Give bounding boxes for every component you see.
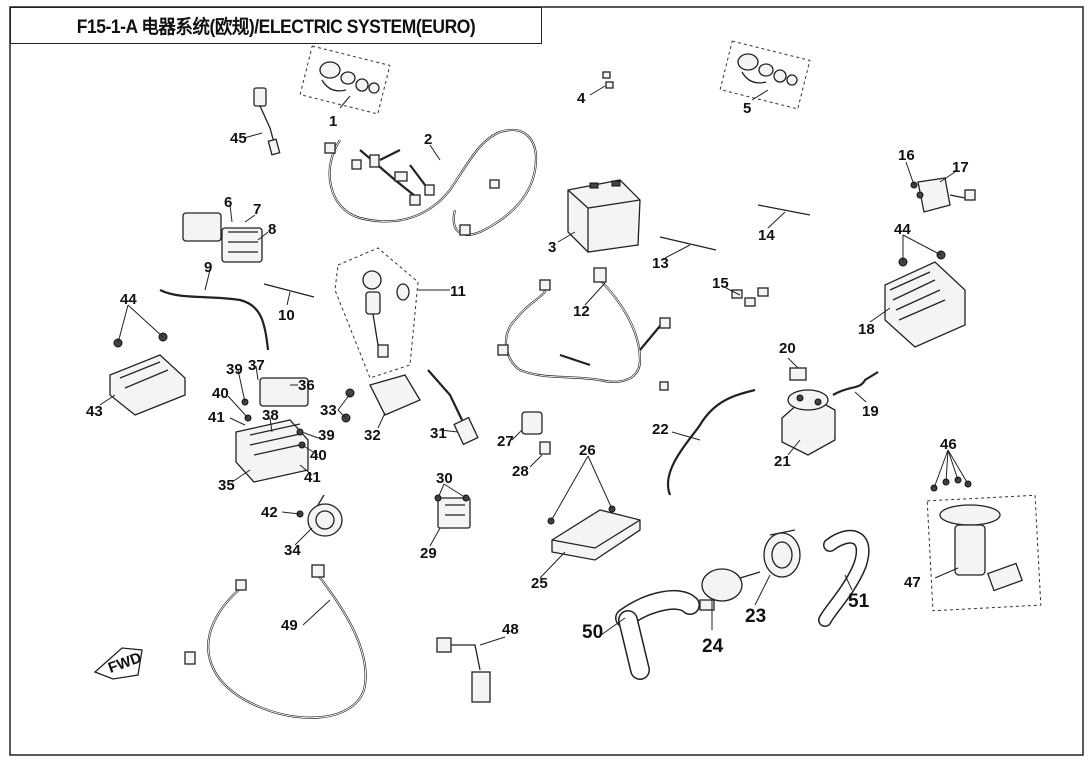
callout-39a: 39 [226,361,243,378]
callout-28: 28 [512,463,529,480]
callout-38: 38 [262,407,279,424]
part-18-regulator [884,261,966,348]
callout-33: 33 [320,402,337,419]
callout-12: 12 [573,303,590,320]
callout-23: 23 [745,606,766,627]
callout-41b: 41 [304,469,321,486]
part-50-hose-lower-inner [619,611,649,679]
part-32-ignition-coil [341,374,421,423]
title-box: F15-1-A 电器系统(欧规)/ELECTRIC SYSTEM(EURO) [10,7,542,44]
callout-1: 1 [329,113,337,130]
part-24-fuel-pump [699,568,761,611]
part-23-bracket [763,529,801,578]
part-35-fuse-box [235,377,309,483]
part-2-main-harness [324,129,538,236]
part-48-plug [436,637,491,703]
callout-13: 13 [652,255,669,272]
part-45-sensor [253,87,281,156]
part-19-hose [832,371,879,396]
callout-41a: 41 [208,409,225,426]
callout-39b: 39 [318,427,335,444]
part-25-ecu [551,509,641,561]
callout-20: 20 [779,340,796,357]
part-4-clips [602,71,614,89]
part-6-7-8-relay-block [182,212,263,263]
page-title: F15-1-A 电器系统(欧规)/ELECTRIC SYSTEM(EURO) [76,17,476,38]
callout-29: 29 [420,545,437,562]
callout-17: 17 [952,159,969,176]
callout-15: 15 [712,275,729,292]
part-27-28-sensor [521,411,551,455]
diagram-border [9,6,1084,756]
callout-10: 10 [278,307,295,324]
callout-3: 3 [548,239,556,256]
part-14-strap [757,204,811,216]
part-15-connectors [731,287,769,307]
callout-19: 19 [862,403,879,420]
callout-44b: 44 [894,221,911,238]
callout-40b: 40 [310,447,327,464]
part-9-wire [159,289,270,351]
callout-22: 22 [652,421,669,438]
callout-51: 51 [848,591,870,612]
callout-24: 24 [702,636,724,657]
part-12-harness [497,267,671,391]
callout-26: 26 [579,442,596,459]
part-31-plug-cap [427,369,479,446]
callout-21: 21 [774,453,791,470]
part-49-harness [184,564,367,719]
callout-35: 35 [218,477,235,494]
callout-50: 50 [582,622,603,643]
part-13-strap [659,236,717,251]
part-11-ignition-switch [334,247,419,379]
part-47-fuel-pump-assembly [926,494,1042,612]
part-3-battery [567,179,641,253]
callout-11: 11 [450,283,466,300]
callout-37: 37 [248,357,265,374]
callout-34: 34 [284,542,301,559]
leader-lines [99,85,969,646]
callout-49: 49 [281,617,298,634]
callout-48: 48 [502,621,519,638]
callout-8: 8 [268,221,276,238]
part-21-starter-relay [781,389,836,456]
callout-18: 18 [858,321,875,338]
callout-labels: 1 2 3 4 5 6 7 8 9 10 11 12 13 14 15 16 1… [86,90,969,657]
callout-47: 47 [904,574,921,591]
callout-5: 5 [743,100,751,117]
callout-16: 16 [898,147,915,164]
part-1-connector-kit [299,45,391,115]
callout-44a: 44 [120,291,137,308]
part-43-regulator [109,354,186,416]
part-17-sensor [917,177,976,213]
callout-31: 31 [430,425,447,442]
callout-14: 14 [758,227,775,244]
callout-9: 9 [204,259,212,276]
callout-4: 4 [577,90,586,107]
callout-40a: 40 [212,385,229,402]
callout-42: 42 [261,504,278,521]
part-10-strap [263,283,315,298]
forward-direction-arrow: FWD [93,647,144,680]
callout-46: 46 [940,436,957,453]
part-34-horn [307,494,343,537]
callout-43: 43 [86,403,103,420]
part-22-wire [667,388,756,496]
part-5-connector-kit [719,40,811,110]
callout-32: 32 [364,427,381,444]
callout-36: 36 [298,377,315,394]
callout-27: 27 [497,433,514,450]
callout-45: 45 [230,130,247,147]
part-20-fuse [789,367,807,381]
callout-6: 6 [224,194,232,211]
callout-7: 7 [253,201,261,218]
callout-2: 2 [424,131,432,148]
callout-30: 30 [436,470,453,487]
part-51-hose-inner [819,531,869,626]
callout-25: 25 [531,575,548,592]
part-29-module [437,497,471,529]
